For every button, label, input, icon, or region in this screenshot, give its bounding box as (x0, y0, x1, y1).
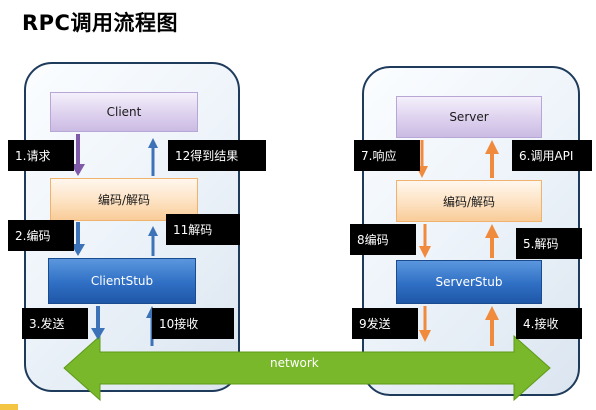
corner-accent (0, 404, 18, 410)
step-6-tag: 6.调用API (512, 140, 592, 171)
step-5-tag: 5.解码 (516, 228, 582, 259)
arrow-1-request (71, 134, 85, 176)
step-10-tag: 10接收 (152, 308, 234, 339)
arrow-9-send (419, 306, 431, 342)
arrow-4-receive (485, 306, 499, 346)
step-1-tag: 1.请求 (8, 140, 74, 171)
step-2-tag: 2.编码 (8, 220, 74, 251)
server-stub-box: ServerStub (396, 260, 542, 304)
client-codec-box: 编码/解码 (50, 178, 198, 221)
client-box: Client (50, 92, 198, 132)
arrow-6-call-api (485, 140, 499, 178)
step-12-tag: 12得到结果 (168, 140, 266, 171)
client-stub-box: ClientStub (48, 258, 196, 304)
arrow-11-decode (148, 226, 158, 256)
step-9-tag: 9发送 (352, 308, 418, 339)
step-11-tag: 11解码 (166, 214, 240, 245)
step-7-tag: 7.响应 (354, 140, 420, 171)
arrow-3-send (91, 306, 105, 340)
server-codec-box: 编码/解码 (396, 180, 542, 222)
step-3-tag: 3.发送 (22, 308, 88, 339)
arrow-5-decode (485, 224, 499, 258)
step-4-tag: 4.接收 (516, 308, 582, 339)
server-box: Server (396, 96, 542, 138)
arrow-8-encode (419, 224, 431, 258)
page-title: RPC调用流程图 (22, 11, 178, 35)
arrow-12-result (148, 138, 158, 176)
step-8-tag: 8编码 (350, 224, 416, 255)
network-arrow (63, 334, 551, 402)
arrow-2-encode (71, 222, 85, 256)
network-label: network (270, 356, 319, 370)
